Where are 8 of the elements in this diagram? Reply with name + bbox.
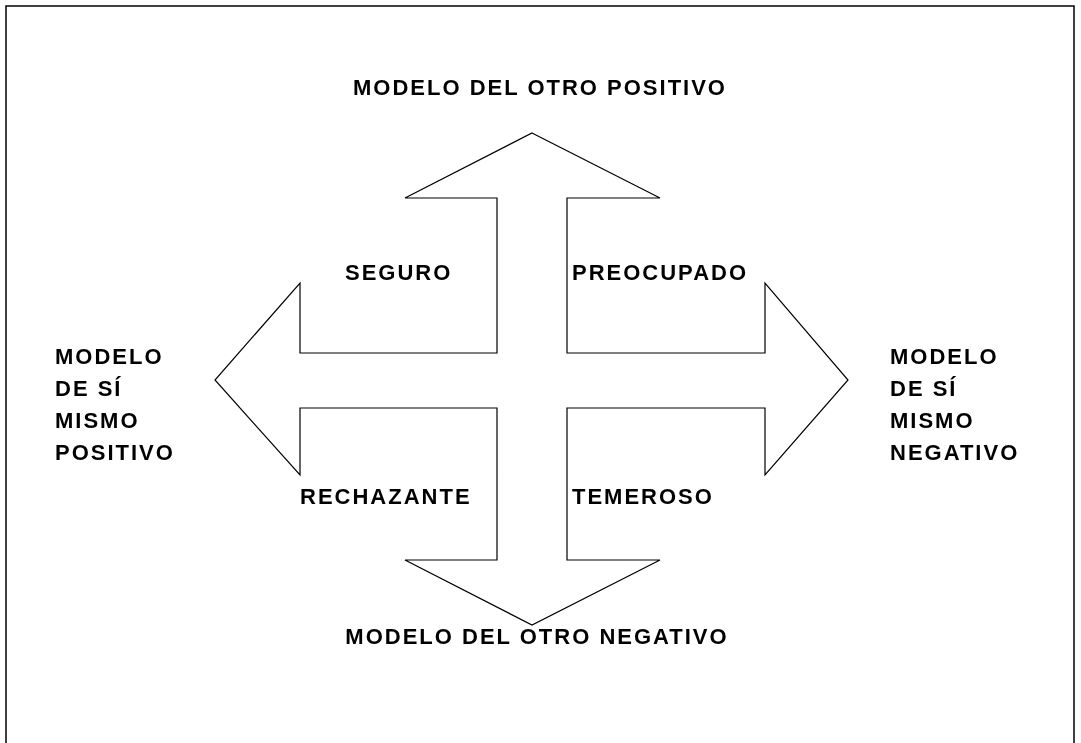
quadrant-label: TEMEROSO bbox=[572, 483, 714, 511]
axis-label: MODELO DEL OTRO POSITIVO bbox=[352, 74, 728, 102]
axis-label: MODELO DEL OTRO NEGATIVO bbox=[344, 623, 730, 651]
quadrant-label: RECHAZANTE bbox=[300, 483, 472, 511]
quadrant-label: PREOCUPADO bbox=[572, 259, 749, 287]
quadrant-label: SEGURO bbox=[345, 259, 453, 287]
axis-label: MODELO DE SÍ MISMO NEGATIVO bbox=[890, 343, 1021, 467]
axis-label: MODELO DE SÍ MISMO POSITIVO bbox=[55, 343, 176, 467]
